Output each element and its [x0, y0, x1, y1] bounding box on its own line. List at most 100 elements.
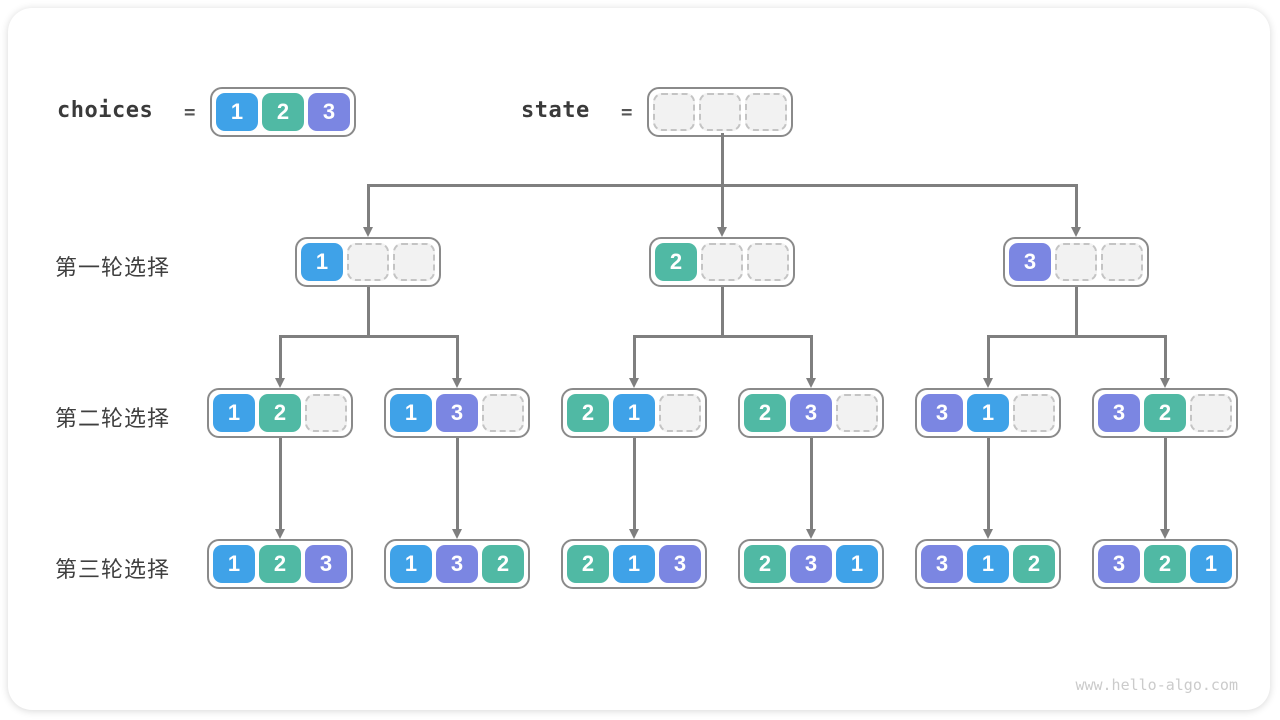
- diagram-card: [8, 8, 1270, 710]
- arrow-head: [982, 378, 993, 388]
- state-label: state: [521, 98, 590, 123]
- value-cell: 3: [1098, 394, 1140, 432]
- arrow-head: [1159, 378, 1170, 388]
- empty-cell: [745, 93, 787, 131]
- connector-line: [455, 438, 459, 531]
- value-cell: 1: [613, 545, 655, 583]
- watermark: www.hello-algo.com: [1075, 676, 1238, 694]
- empty-cell: [305, 394, 347, 432]
- connector-line: [632, 334, 813, 338]
- value-cell: 3: [1009, 243, 1051, 281]
- choices-label: choices: [57, 98, 154, 123]
- empty-cell: [1013, 394, 1055, 432]
- empty-cell: [347, 243, 389, 281]
- empty-cell: [482, 394, 524, 432]
- value-cell: 3: [790, 545, 832, 583]
- empty-cell: [747, 243, 789, 281]
- value-cell: 2: [1144, 394, 1186, 432]
- value-cell: 1: [390, 394, 432, 432]
- empty-cell: [836, 394, 878, 432]
- value-cell: 1: [967, 545, 1009, 583]
- value-cell: 3: [1098, 545, 1140, 583]
- value-cell: 1: [967, 394, 1009, 432]
- value-cell: 2: [1013, 545, 1055, 583]
- connector-line: [278, 334, 459, 338]
- choices-equals-sign: =: [184, 101, 196, 123]
- connector-line: [1074, 287, 1078, 336]
- value-cell: 3: [790, 394, 832, 432]
- connector-line: [1074, 185, 1078, 229]
- empty-cell: [1190, 394, 1232, 432]
- value-cell: 2: [744, 545, 786, 583]
- connector-line: [278, 438, 282, 531]
- state-equals-sign: =: [621, 101, 633, 123]
- round-2-label: 第二轮选择: [55, 406, 171, 431]
- connector-line: [986, 334, 1167, 338]
- arrow-head: [1159, 529, 1170, 539]
- empty-cell: [1055, 243, 1097, 281]
- empty-cell: [701, 243, 743, 281]
- state-box-round1: 2: [649, 237, 795, 287]
- arrow-head: [451, 378, 462, 388]
- arrow-head: [628, 378, 639, 388]
- arrow-head: [716, 227, 727, 237]
- value-cell: 1: [216, 93, 258, 131]
- value-cell: 3: [436, 545, 478, 583]
- empty-cell: [1101, 243, 1143, 281]
- arrow-head: [274, 378, 285, 388]
- connector-line: [809, 336, 813, 380]
- state-box-round1: 3: [1003, 237, 1149, 287]
- connector-line: [986, 336, 990, 380]
- value-cell: 2: [259, 394, 301, 432]
- value-cell: 1: [836, 545, 878, 583]
- value-cell: 3: [305, 545, 347, 583]
- empty-cell: [699, 93, 741, 131]
- arrow-head: [362, 227, 373, 237]
- empty-cell: [653, 93, 695, 131]
- value-cell: 2: [567, 545, 609, 583]
- arrow-head: [451, 529, 462, 539]
- value-cell: 3: [308, 93, 350, 131]
- state-box-round1: 1: [295, 237, 441, 287]
- connector-line: [455, 336, 459, 380]
- connector-line: [720, 185, 724, 229]
- connector-line: [278, 336, 282, 380]
- connector-line: [809, 438, 813, 531]
- value-cell: 2: [262, 93, 304, 131]
- value-cell: 2: [744, 394, 786, 432]
- connector-line: [1163, 438, 1167, 531]
- value-cell: 1: [390, 545, 432, 583]
- value-cell: 2: [655, 243, 697, 281]
- value-cell: 1: [301, 243, 343, 281]
- arrow-head: [805, 529, 816, 539]
- arrow-head: [805, 378, 816, 388]
- value-cell: 2: [567, 394, 609, 432]
- value-cell: 2: [1144, 545, 1186, 583]
- connector-line: [366, 287, 370, 336]
- state-array: [647, 87, 793, 137]
- connector-line: [632, 438, 636, 531]
- value-cell: 3: [436, 394, 478, 432]
- connector-line: [986, 438, 990, 531]
- connector-line: [1163, 336, 1167, 380]
- arrow-head: [1070, 227, 1081, 237]
- value-cell: 3: [921, 545, 963, 583]
- arrow-head: [982, 529, 993, 539]
- value-cell: 1: [1190, 545, 1232, 583]
- connector-line: [720, 287, 724, 336]
- value-cell: 1: [213, 545, 255, 583]
- value-cell: 3: [659, 545, 701, 583]
- value-cell: 2: [259, 545, 301, 583]
